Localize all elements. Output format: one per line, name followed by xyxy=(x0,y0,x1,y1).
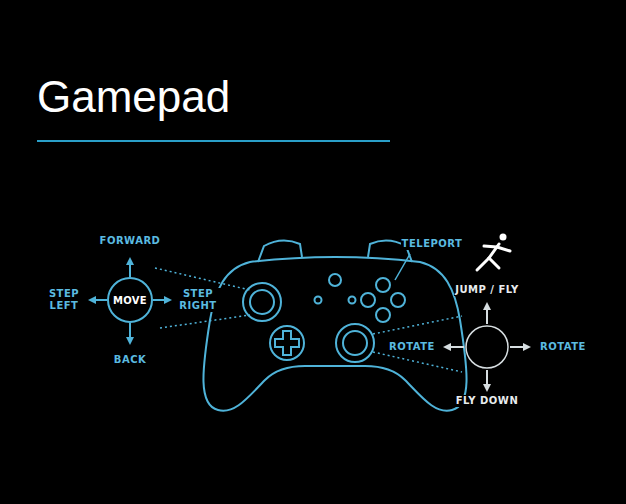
arrow-down xyxy=(129,323,131,341)
dotted-leader xyxy=(373,316,462,334)
control-label: BACK xyxy=(113,354,147,366)
left-stick-ring xyxy=(243,283,281,321)
icon-leg xyxy=(477,258,489,270)
left-bumper xyxy=(258,240,302,262)
page-title: Gamepad xyxy=(37,72,230,122)
control-label: FORWARD xyxy=(99,235,162,247)
controller-outline xyxy=(203,240,466,410)
face-button xyxy=(376,308,390,322)
leader-dots xyxy=(155,268,462,372)
icon-head xyxy=(500,234,507,241)
control-label: JUMP / FLY xyxy=(454,284,520,296)
view-button xyxy=(315,297,322,304)
look-arrows xyxy=(447,306,527,388)
icon-arm xyxy=(497,247,510,251)
control-label: FLY DOWN xyxy=(455,395,520,407)
arrow-up xyxy=(129,261,131,277)
icon-leg xyxy=(489,258,499,268)
arrow-down xyxy=(486,370,488,388)
face-button xyxy=(361,293,375,307)
arrow-up xyxy=(486,306,488,324)
dpad xyxy=(275,331,299,355)
look-stick-circle xyxy=(466,326,508,368)
move-arrows xyxy=(92,261,168,341)
icon-arm xyxy=(484,246,497,247)
arrow-right xyxy=(510,346,527,348)
control-label: ROTATE xyxy=(388,341,436,353)
node-label: MOVE xyxy=(113,295,147,306)
right-stick-ring xyxy=(336,324,374,362)
teleport-leader xyxy=(395,254,410,280)
title-underline xyxy=(37,140,390,142)
arrow-left xyxy=(447,346,464,348)
arrow-right xyxy=(153,299,168,301)
move-circle: MOVE xyxy=(107,277,153,323)
dotted-leader xyxy=(373,352,462,372)
dotted-leader xyxy=(155,268,250,290)
dpad-ring xyxy=(270,326,304,360)
control-label: ROTATE xyxy=(539,341,587,353)
face-button xyxy=(391,293,405,307)
control-label: STEP LEFT xyxy=(41,288,87,312)
jump-icon xyxy=(477,234,510,271)
home-button xyxy=(329,274,341,286)
left-stick xyxy=(250,290,274,314)
arrow-left xyxy=(92,299,107,301)
right-stick xyxy=(343,331,367,355)
face-button xyxy=(376,278,390,292)
dotted-leader xyxy=(160,315,250,328)
control-label: STEP RIGHT xyxy=(175,288,221,312)
control-label: TELEPORT xyxy=(401,238,464,250)
menu-button xyxy=(349,297,356,304)
controller-body xyxy=(203,257,466,411)
